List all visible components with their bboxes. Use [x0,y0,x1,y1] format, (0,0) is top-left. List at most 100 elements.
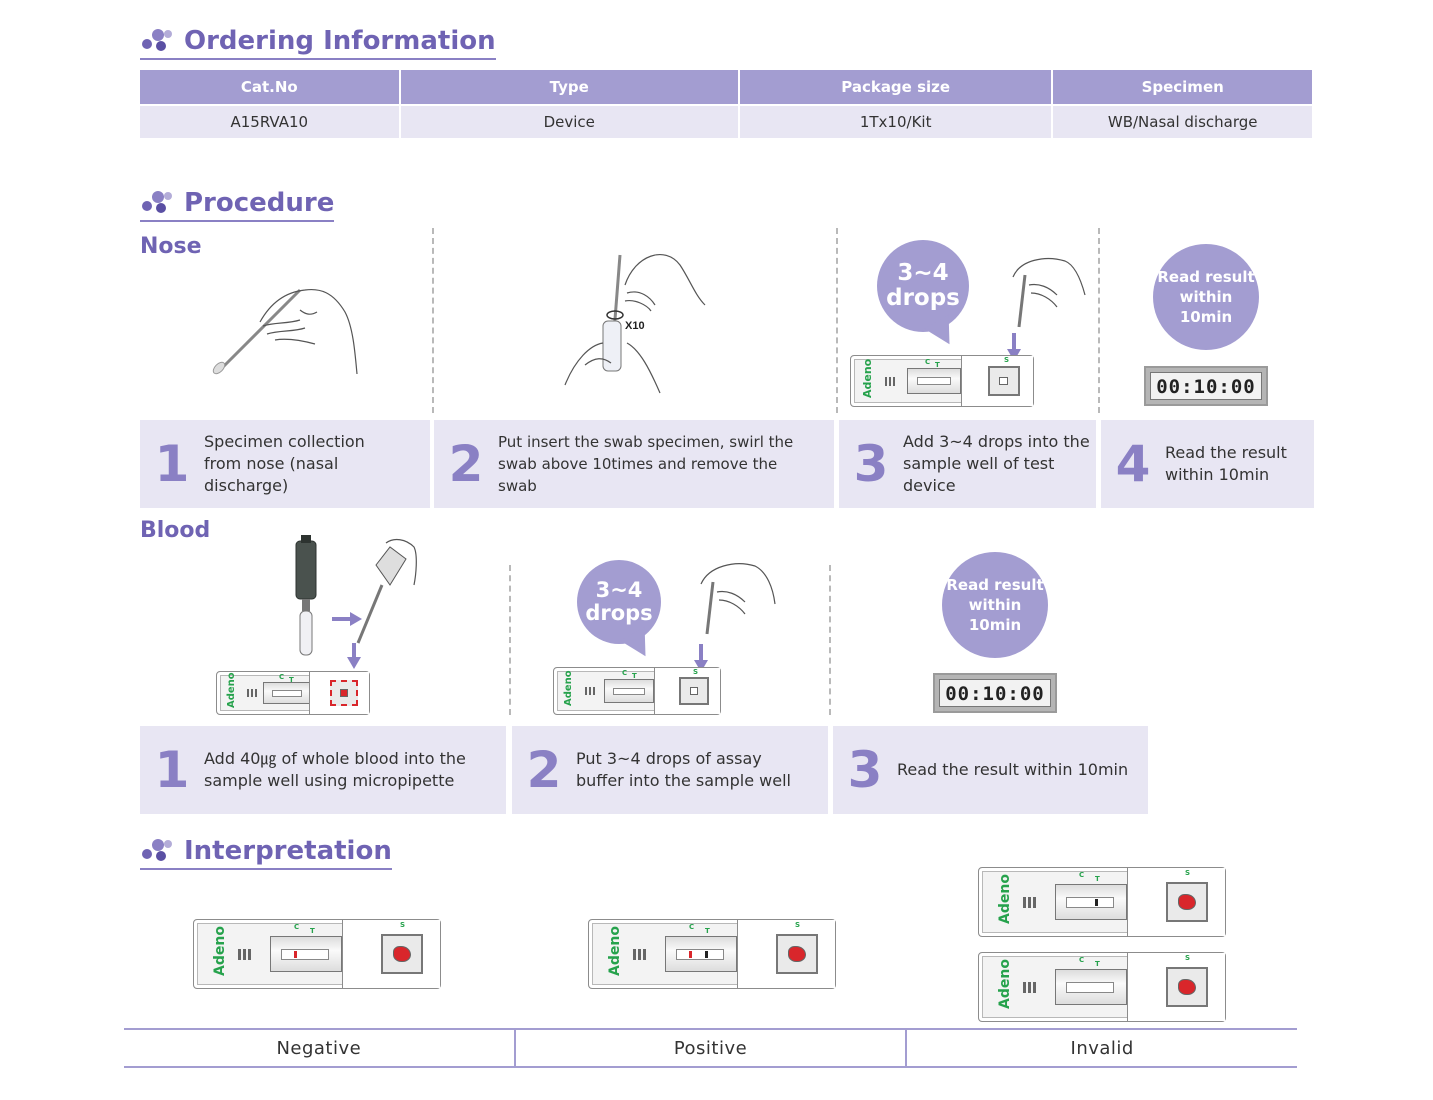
step-divider [836,228,838,413]
test-strip [281,949,329,960]
molecule-icon [140,189,172,217]
test-device: Adeno C T S [553,667,721,715]
interpretation-title-text: Interpretation [184,836,392,866]
blood-subtitle: Blood [140,518,211,543]
sample-label: S [693,668,699,676]
nose-step-1: 1 Specimen collection from nose (nasal d… [140,420,430,508]
cell-specimen: WB/Nasal discharge [1053,104,1312,138]
step-number: 3 [853,435,889,493]
ordering-section-title: Ordering Information [140,26,496,60]
test-device: Adeno C T S [850,355,1034,407]
step-text: Add 3~4 drops into the sample well of te… [903,432,1090,495]
nose-swab-hand-illustration [212,288,358,375]
swirl-count-label: X10 [625,320,645,332]
cell-cat-no: A15RVA10 [140,104,399,138]
drops-count: 3~4 [595,578,643,602]
step-text: Put insert the swab specimen, swirl the … [498,433,794,495]
result-label-positive: Positive [513,1030,906,1066]
test-label: T [935,361,940,369]
device-brand: Adeno [226,672,237,708]
procedure-section-title: Procedure [140,188,335,222]
read-line-2: within [1179,288,1233,306]
invalid-result-device-1: Adeno C T S [978,867,1226,937]
sample-label: S [400,921,406,929]
interpretation-section-title: Interpretation [140,836,392,870]
drops-count: 3~4 [897,260,949,286]
header-cat-no: Cat.No [140,70,399,104]
drops-bubble: 3~4 drops [877,240,969,352]
step-number: 4 [1115,435,1151,493]
result-label-invalid: Invalid [905,1030,1297,1066]
sample-well [330,680,358,706]
step-divider [829,565,831,715]
control-label: C [689,923,695,931]
step-number: 2 [526,741,562,799]
device-grip [633,949,646,960]
device-grip [885,377,895,386]
header-package-size: Package size [739,70,1052,104]
nose-step-2: 2 Put insert the swab specimen, swirl th… [434,420,834,508]
table-row: A15RVA10 Device 1Tx10/Kit WB/Nasal disch… [140,104,1312,138]
test-label: T [632,672,637,680]
test-strip [676,949,724,960]
blood-step-2: 2 Put 3~4 drops of assay buffer into the… [512,726,828,814]
read-line-3: 10min [1179,308,1233,326]
invalid-result-device-2: Adeno C T S [978,952,1226,1022]
test-strip [272,690,302,697]
step-divider [432,228,434,413]
nose-subtitle: Nose [140,234,202,259]
control-label: C [1079,871,1085,879]
result-window [1055,884,1127,920]
read-line-1: Read result [946,576,1044,594]
step-divider [1098,228,1100,413]
control-label: C [622,669,628,677]
blood-step-1: 1 Add 40㎍ of whole blood into the sample… [140,726,506,814]
sample-well [776,934,818,974]
test-strip [1066,982,1114,993]
test-label: T [1095,960,1100,968]
sample-well-panel: S [654,668,720,714]
device-grip [1023,897,1036,908]
sample-well-panel [309,672,369,714]
ordering-table: Cat.No Type Package size Specimen A15RVA… [138,70,1314,138]
sample-well-panel: S [737,920,835,988]
timer-value: 00:10:00 [939,679,1051,707]
result-window [907,368,961,394]
control-line [689,951,692,958]
step-text: Add 40㎍ of whole blood into the sample w… [204,749,466,790]
step-number: 3 [847,741,883,799]
timer-display: 00:10:00 [1144,366,1268,406]
sample-label: S [1004,356,1010,364]
device-grip [585,687,595,695]
interpretation-result-labels: Negative Positive Invalid [124,1028,1297,1068]
result-window [1055,969,1127,1005]
result-window [604,679,654,703]
result-window [270,936,342,972]
step-text: Put 3~4 drops of assay buffer into the s… [576,749,791,790]
nose-step-3: 3 Add 3~4 drops into the sample well of … [839,420,1096,508]
device-brand: Adeno [997,959,1013,1009]
sample-label: S [1185,869,1191,877]
sample-well [988,366,1020,396]
sample-well-panel: S [342,920,440,988]
control-label: C [925,358,931,366]
test-label: T [1095,875,1100,883]
read-line-2: within [968,596,1022,614]
negative-result-device: Adeno C T S [193,919,441,989]
step-divider [509,565,511,715]
test-label: T [289,676,294,684]
dropper-hand-illustration [694,563,776,672]
header-specimen: Specimen [1053,70,1312,104]
test-device: Adeno C T [216,671,370,715]
procedure-title-text: Procedure [184,188,335,218]
timer-display: 00:10:00 [933,673,1057,713]
cell-package-size: 1Tx10/Kit [739,104,1052,138]
read-result-bubble: Read result within 10min [942,552,1048,658]
swirl-swab-tube-illustration: X10 [564,254,706,394]
sample-well [1166,882,1208,922]
device-grip [238,949,251,960]
read-line-3: 10min [968,616,1022,634]
header-type: Type [400,70,738,104]
sample-well-panel: S [1127,953,1225,1021]
step-text: Read the result within 10min [897,760,1129,779]
